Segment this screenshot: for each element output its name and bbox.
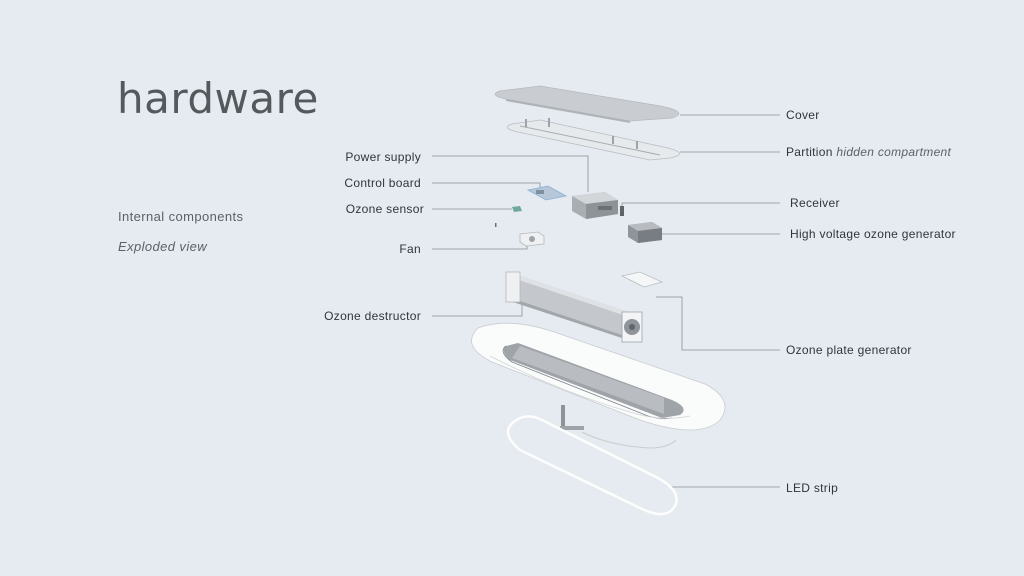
ozone-plate-component bbox=[620, 271, 664, 288]
label-partition-note: hidden compartment bbox=[836, 145, 952, 159]
page-title: hardware bbox=[117, 74, 319, 123]
label-control-board: Control board bbox=[344, 176, 421, 190]
label-hv-generator: High voltage ozone generator bbox=[790, 227, 956, 241]
power-supply-component bbox=[572, 192, 618, 219]
label-partition: Partition hidden compartment bbox=[786, 145, 951, 159]
control-board-component bbox=[526, 185, 568, 201]
leader-receiver bbox=[621, 202, 780, 214]
leader-power-supply bbox=[432, 155, 589, 192]
label-led-strip: LED strip bbox=[786, 481, 839, 495]
label-ozone-destructor: Ozone destructor bbox=[324, 309, 421, 323]
leader-fan bbox=[432, 242, 528, 250]
label-receiver: Receiver bbox=[790, 196, 840, 210]
led-strip-component bbox=[506, 415, 678, 516]
receiver-component bbox=[620, 206, 624, 216]
leader-ozone-plate bbox=[656, 296, 780, 351]
label-power-supply: Power supply bbox=[345, 150, 421, 164]
label-partition-text: Partition bbox=[786, 145, 833, 159]
ozone-sensor-component bbox=[495, 206, 522, 227]
label-cover: Cover bbox=[786, 108, 820, 122]
fan-component bbox=[519, 231, 545, 247]
ozone-destructor-component bbox=[505, 271, 643, 343]
leader-lines bbox=[432, 114, 780, 488]
leader-control-board bbox=[432, 182, 541, 190]
subtitle: Internal components bbox=[118, 209, 244, 224]
cover-component bbox=[494, 85, 680, 123]
partition-component bbox=[506, 118, 680, 161]
label-ozone-plate: Ozone plate generator bbox=[786, 343, 912, 357]
label-ozone-sensor: Ozone sensor bbox=[345, 202, 424, 216]
label-fan: Fan bbox=[399, 242, 421, 256]
leader-ozone-destructor bbox=[432, 302, 523, 317]
subtitle-italic: Exploded view bbox=[118, 239, 208, 254]
hv-generator-component bbox=[628, 222, 662, 243]
base-tray-component bbox=[471, 322, 726, 449]
